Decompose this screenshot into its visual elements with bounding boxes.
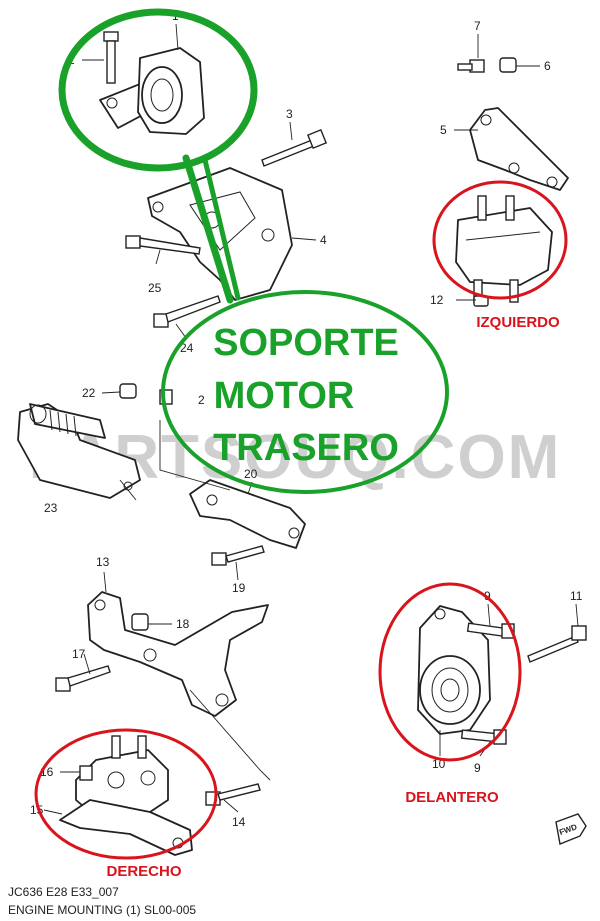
rear-mount-cushion	[99, 47, 205, 135]
part-number-12: 12	[430, 293, 444, 307]
derecho-label: DERECHO	[106, 863, 181, 880]
part-number-17: 17	[72, 647, 86, 661]
part-number-7: 7	[474, 19, 481, 33]
part-number-18: 18	[176, 617, 190, 631]
callout-line-1: SOPORTE	[213, 322, 399, 364]
part-number-4: 4	[320, 233, 327, 247]
nut-6	[499, 57, 517, 73]
footer-caption: JC636 E28 E33_007 ENGINE MOUNTING (1) SL…	[8, 885, 196, 917]
nut-22	[119, 383, 137, 399]
bolt-2-top	[103, 31, 119, 84]
torque-rod-23	[17, 403, 141, 499]
callout-line-3: TRASERO	[213, 427, 399, 469]
delantero-highlight: DELANTERO	[378, 582, 522, 806]
fwd-arrow-icon: FWD	[555, 813, 587, 845]
soporte-motor-trasero-callout: SOPORTE MOTOR TRASERO	[58, 8, 449, 494]
part-number-13: 13	[96, 555, 110, 569]
bolt-25	[125, 235, 201, 255]
part-number-23: 23	[44, 501, 58, 515]
leader-lines	[43, 23, 579, 815]
right-mount-bracket-13	[87, 591, 269, 717]
right-mount-cushion	[75, 735, 169, 813]
part-number-19: 19	[232, 581, 246, 595]
footer-line-2: ENGINE MOUNTING (1) SL00-005	[8, 903, 196, 917]
part-number-11: 11	[570, 589, 583, 603]
nut-18	[131, 613, 149, 631]
footer-line-1: JC636 E28 E33_007	[8, 885, 119, 899]
callout-line-2: MOTOR	[214, 375, 355, 417]
izquierdo-label: IZQUIERDO	[476, 314, 560, 331]
izquierdo-highlight: IZQUIERDO	[432, 180, 568, 331]
part-number-25: 25	[148, 281, 162, 295]
part-number-labels: 1 2 3 4 25 24 7 6 5 12 22 2 23 20 19 13 …	[30, 9, 583, 829]
left-mount-bracket	[469, 107, 569, 191]
part-number-3: 3	[286, 107, 293, 121]
bolt-16	[79, 765, 93, 781]
part-number-2-middle: 2	[198, 393, 205, 407]
part-number-5: 5	[440, 123, 447, 137]
part-number-20: 20	[244, 467, 258, 481]
left-mount-cushion	[455, 195, 553, 303]
bolt-7	[457, 59, 485, 73]
bracket-15	[59, 799, 193, 856]
engine-bracket	[147, 167, 293, 301]
bolt-9-upper	[466, 622, 515, 639]
bolt-11	[527, 625, 587, 663]
part-number-14: 14	[232, 815, 246, 829]
front-mount-cushion	[417, 605, 491, 735]
delantero-label: DELANTERO	[405, 789, 499, 806]
part-number-9-lower: 9	[474, 761, 481, 775]
part-number-24: 24	[180, 341, 194, 355]
bolt-17	[55, 665, 111, 692]
derecho-highlight: DERECHO	[34, 728, 218, 880]
part-number-6: 6	[544, 59, 551, 73]
bolt-3	[261, 128, 328, 167]
bolt-24	[153, 295, 221, 328]
bolt-19	[211, 545, 265, 566]
part-number-22: 22	[82, 386, 96, 400]
bracket-20	[189, 479, 306, 549]
